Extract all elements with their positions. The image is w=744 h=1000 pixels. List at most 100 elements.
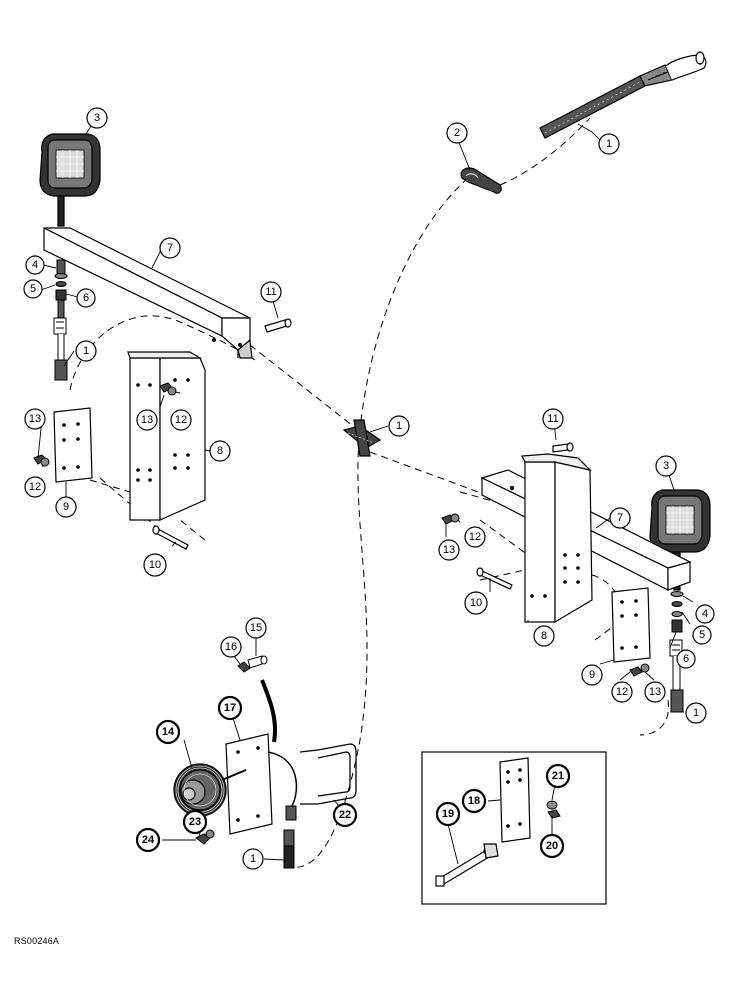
mounting-bracket-right xyxy=(521,453,593,624)
screw-right xyxy=(552,442,574,453)
callout-label: 13 xyxy=(649,686,661,698)
callout-label: 15 xyxy=(250,622,262,634)
callout-label: 13 xyxy=(443,544,455,556)
callout-label: 11 xyxy=(265,286,276,298)
callout-label: 7 xyxy=(167,242,173,254)
callout-label: 10 xyxy=(149,559,161,571)
backing-plate-left xyxy=(53,407,93,483)
callout-20 xyxy=(539,833,565,859)
callout-label: 1 xyxy=(396,420,402,432)
callout-7-left xyxy=(159,237,181,259)
inset-nut-washer xyxy=(546,800,561,819)
figure-reference-code: RS00246A xyxy=(14,936,60,946)
light-mount-hardware-right xyxy=(669,591,684,713)
bolt-and-nut-15-16 xyxy=(237,655,278,743)
callout-label: 21 xyxy=(552,770,564,782)
screw-left xyxy=(264,318,292,333)
callout-1-right xyxy=(685,702,707,724)
callout-1-bottom xyxy=(242,848,264,870)
callout-24 xyxy=(135,827,161,853)
callout-1-left xyxy=(75,340,97,362)
harness-clamp xyxy=(460,167,502,194)
callout-23 xyxy=(182,809,208,835)
beacon-mount-plate xyxy=(225,733,273,835)
callout-label: 1 xyxy=(606,138,612,150)
callout-label: 12 xyxy=(616,686,628,698)
callout-5-right xyxy=(692,625,712,645)
callout-1-center xyxy=(388,415,410,437)
callout-label: 13 xyxy=(29,413,41,425)
callout-6-left xyxy=(76,288,96,308)
nuts-23-24 xyxy=(195,829,215,845)
callout-3-left xyxy=(86,107,108,129)
callout-label: 8 xyxy=(217,445,223,457)
callout-label: 9 xyxy=(589,669,595,681)
callout-22 xyxy=(332,802,358,828)
callout-8-right xyxy=(533,625,555,647)
callout-label: 5 xyxy=(699,629,705,641)
callout-label: 8 xyxy=(541,630,547,642)
callout-13-lower-left xyxy=(24,408,46,430)
callout-label: 1 xyxy=(83,345,89,357)
light-mount-hardware-left xyxy=(53,259,68,381)
callout-16 xyxy=(220,636,242,658)
callout-3-right xyxy=(655,455,677,477)
harness-connector-top xyxy=(539,51,707,139)
callout-9-right xyxy=(581,664,603,686)
callout-12-right xyxy=(464,526,486,548)
callout-10-left xyxy=(143,553,167,577)
callout-label: 9 xyxy=(63,501,69,513)
callout-10-right xyxy=(464,591,488,615)
callout-11-left xyxy=(260,281,282,303)
callout-5-left xyxy=(23,279,43,299)
callout-4-right xyxy=(695,604,715,624)
callout-2 xyxy=(446,122,468,144)
callout-4-left xyxy=(25,255,45,275)
callout-6-right xyxy=(676,649,696,669)
inset-bolt-19 xyxy=(435,843,499,887)
callout-label: 11 xyxy=(547,413,558,425)
callout-13-upper-left xyxy=(136,409,158,431)
callout-label: 5 xyxy=(30,283,36,295)
callout-21 xyxy=(545,763,571,789)
callout-label: 3 xyxy=(94,112,100,124)
work-light-left xyxy=(39,133,101,227)
callout-label: 24 xyxy=(142,834,155,846)
angle-bar-left xyxy=(43,227,253,359)
callout-12-upper-left xyxy=(170,409,192,431)
callout-label: 6 xyxy=(683,653,689,665)
inset-detail-box xyxy=(421,751,607,905)
callout-label: 18 xyxy=(468,795,480,807)
callout-12-lower-left xyxy=(24,476,46,498)
callout-18 xyxy=(461,788,487,814)
callout-label: 7 xyxy=(617,512,623,524)
callout-label: 14 xyxy=(162,726,175,738)
callout-label: 2 xyxy=(454,127,460,139)
bolt-left xyxy=(152,525,189,550)
callout-label: 12 xyxy=(29,481,41,493)
callout-label: 4 xyxy=(702,608,708,620)
callout-14 xyxy=(155,719,181,745)
callout-label: 10 xyxy=(470,597,482,609)
callout-label: 20 xyxy=(546,840,558,852)
callout-label: 1 xyxy=(250,853,256,865)
callout-label: 4 xyxy=(32,259,38,271)
callout-label: 12 xyxy=(175,414,187,426)
callout-7-right xyxy=(609,507,631,529)
nuts-and-washers xyxy=(33,382,650,677)
callout-label: 6 xyxy=(83,292,89,304)
callout-17 xyxy=(217,695,243,721)
callout-label: 16 xyxy=(225,641,237,653)
callout-19 xyxy=(435,801,461,827)
mounting-bracket-left xyxy=(127,351,206,521)
callout-label: 22 xyxy=(339,809,351,821)
callouts xyxy=(23,107,715,870)
backing-plate-right xyxy=(611,587,651,663)
callout-1-top xyxy=(598,133,620,155)
harness-cross-connector xyxy=(342,419,382,457)
callout-label: 19 xyxy=(442,808,454,820)
callout-label: 13 xyxy=(141,414,153,426)
beacon-cable-connector xyxy=(267,751,298,869)
callout-label: 17 xyxy=(224,702,236,714)
